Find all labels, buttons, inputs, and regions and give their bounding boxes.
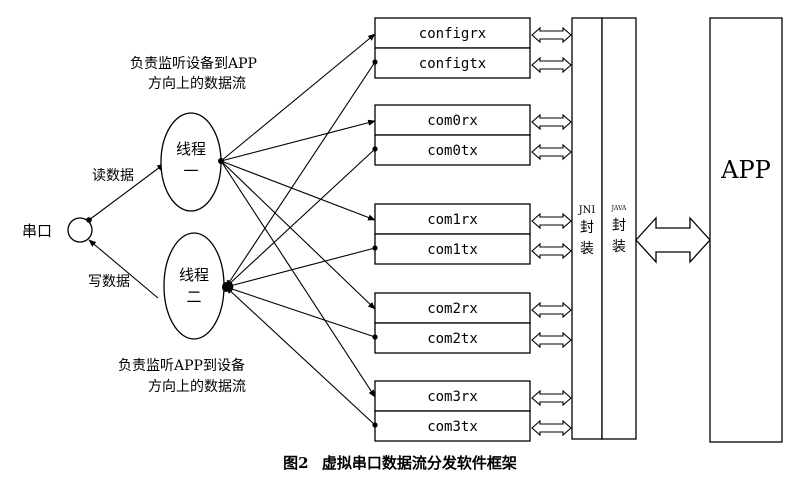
channel-tx-box [374,233,531,265]
channel-rx-label: com1rx [427,212,478,228]
java-column [601,17,637,440]
tx-link-arrow [531,242,572,260]
app-label: APP [720,156,771,184]
app-box [709,17,783,443]
thread-one-dot [218,158,224,164]
channel-0: configrx configtx [372,17,572,79]
channel-4: com3rx com3tx [372,380,572,442]
thread-two-title: 线程 [179,266,209,284]
channel-boxes: configrx configtx com0rx com0tx com1rx com1tx… [372,17,572,442]
thread-wires [220,33,376,426]
jni-text-2: 装 [580,241,594,257]
note-app-to-device-line1: 负责监听APP到设备 [118,357,245,374]
figure-caption: 图2 虚拟串口数据流分发软件框架 [0,452,800,473]
thread-one-to-rx-wire [220,33,376,162]
channel-1: com0rx com0tx [372,104,572,166]
java-text-2: 装 [612,239,626,255]
channel-tx-box [374,134,531,166]
channel-tx-dot [372,59,378,65]
jni-label: JNI [578,205,596,216]
channel-rx-box [374,104,531,136]
tx-to-thread-two-wire [225,148,376,288]
channel-tx-label: configtx [419,56,486,72]
serial-port-label: 串口 [22,222,52,240]
app-double-arrow [635,216,711,264]
thread-one-to-rx-wire [220,160,376,310]
serial-port: 串口 [22,217,93,243]
channel-tx-label: com3tx [427,419,478,435]
channel-tx-dot [372,422,378,428]
tx-link-arrow [531,419,572,437]
thread-two-dot [222,282,230,292]
channel-tx-box [374,47,531,79]
channel-tx-box [374,322,531,354]
channel-rx-box [374,292,531,324]
jni-text-1: 封 [580,220,594,236]
channel-2: com1rx com1tx [372,203,572,265]
thread-one-to-rx-wire [220,119,376,162]
write-data-label: 写数据 [88,274,130,290]
rx-link-arrow [531,26,572,44]
channel-rx-box [374,380,531,412]
read-data-label: 读数据 [92,167,134,184]
rx-link-arrow [531,212,572,230]
read-arrow [88,163,165,221]
channel-tx-dot [372,146,378,152]
thread-one-to-rx-wire [220,160,376,398]
channel-rx-label: com2rx [427,301,478,317]
note-device-to-app-line2: 方向上的数据流 [148,76,246,92]
channel-rx-label: com0rx [427,113,478,129]
tx-link-arrow [531,331,572,349]
read-dot [86,217,92,223]
tx-link-arrow [531,143,572,161]
write-arrow [88,239,159,299]
java-text-1: 封 [612,218,626,234]
channel-tx-label: com1tx [427,242,478,258]
tx-to-thread-two-wire [225,286,376,426]
channel-tx-label: com0tx [427,143,478,159]
channel-tx-dot [372,245,378,251]
thread-one-title: 线程 [176,140,206,158]
channel-rx-box [374,17,531,49]
channel-tx-dot [372,334,378,340]
tx-to-thread-two-wire [225,61,376,288]
thread-one-to-rx-wire [220,160,376,221]
channel-tx-label: com2tx [427,331,478,347]
thread-one: 线程 一 [160,112,222,212]
thread-two: 线程 二 [163,232,225,340]
tx-to-thread-two-wire [225,286,376,338]
rx-link-arrow [531,113,572,131]
note-device-to-app-line1: 负责监听设备到APP [130,55,257,72]
note-app-to-device-line2: 方向上的数据流 [148,379,246,395]
channel-rx-box [374,203,531,235]
java-label: JAVA [611,205,627,212]
tx-link-arrow [531,56,572,74]
thread-one-name: 一 [183,162,198,180]
channel-rx-label: configrx [419,26,486,42]
tx-to-thread-two-wire [225,247,376,289]
figure-title: 虚拟串口数据流分发软件框架 [321,454,517,472]
channel-rx-label: com3rx [427,389,478,405]
channel-3: com2rx com2tx [372,292,572,354]
rx-link-arrow [531,389,572,407]
rx-link-arrow [531,301,572,319]
figure-number: 图2 [283,454,309,472]
thread-two-name: 二 [186,288,201,306]
